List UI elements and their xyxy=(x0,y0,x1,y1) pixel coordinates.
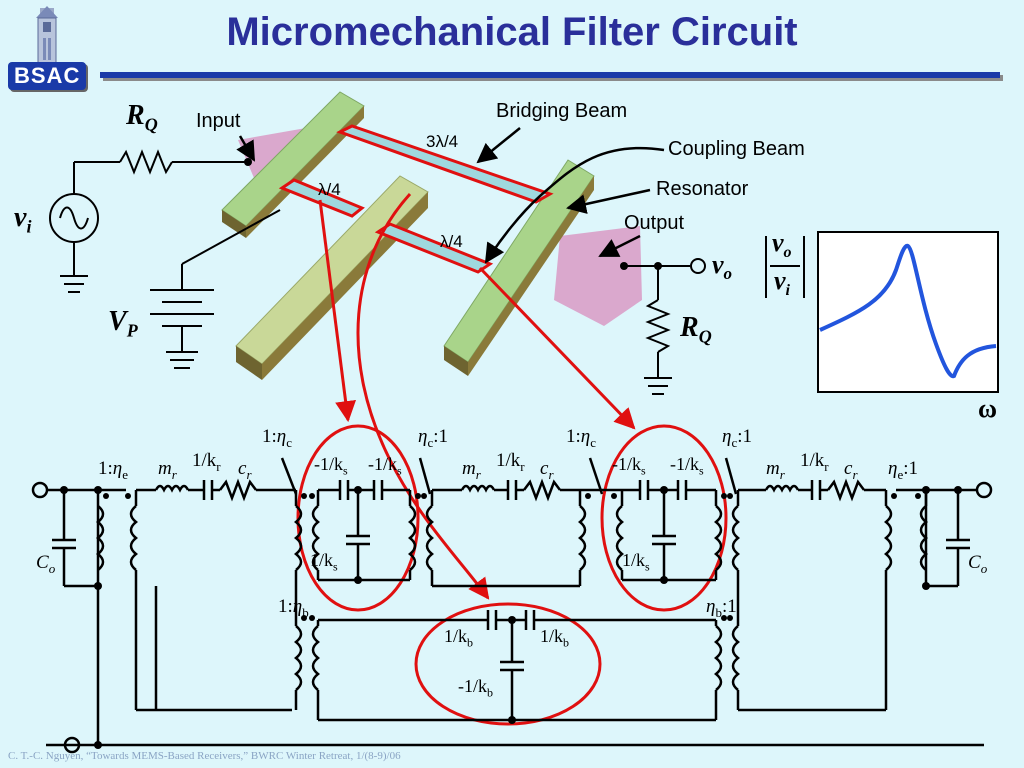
frequency-response-plot xyxy=(765,231,999,393)
bias-source xyxy=(150,209,281,369)
ratio-eta-c-1: 1:ηc xyxy=(262,426,292,450)
ks-label-2: 1/ks xyxy=(622,550,650,574)
vp-label: VP xyxy=(108,306,138,341)
mems-structure xyxy=(221,91,642,380)
beam-l4-left-label: λ/4 xyxy=(318,180,341,199)
kr-label-3: 1/kr xyxy=(800,450,829,474)
ratio-eta-c-2: ηc:1 xyxy=(418,426,448,450)
input-source xyxy=(49,149,248,293)
ratio-eta-b-right: ηb:1 xyxy=(706,596,737,620)
coupling-beam-label: Coupling Beam xyxy=(668,138,805,160)
resonator-label: Resonator xyxy=(656,178,749,200)
neg-kb-label: -1/kb xyxy=(458,676,493,700)
cr-label-1: cr xyxy=(238,458,252,482)
mr-label-1: mr xyxy=(158,458,177,482)
highlights xyxy=(296,192,728,726)
transfer-numerator: vo xyxy=(772,228,792,262)
transfer-denominator: vi xyxy=(774,266,790,300)
rq-output-label: RQ xyxy=(680,312,712,347)
beam-3l4-label: 3λ/4 xyxy=(426,132,459,151)
neg-ks-label-3: -1/ks xyxy=(612,454,646,478)
output-label: Output xyxy=(624,212,685,234)
vi-label: vi xyxy=(14,202,32,237)
input-label: Input xyxy=(196,110,241,132)
mr-label-3: mr xyxy=(766,458,785,482)
ratio-eta-e-right: ηe:1 xyxy=(888,458,918,482)
footer-citation: C. T.-C. Nguyen, “Towards MEMS-Based Rec… xyxy=(8,750,401,762)
kb-label-left: 1/kb xyxy=(444,626,474,650)
campanile-logo xyxy=(36,6,58,69)
omega-label: ω xyxy=(978,394,998,423)
ratio-eta-b-left: 1:ηb xyxy=(278,596,309,620)
neg-ks-label-1: -1/ks xyxy=(314,454,348,478)
bsac-logo: BSAC xyxy=(8,62,87,90)
cr-label-3: cr xyxy=(844,458,858,482)
ratio-eta-c-3: 1:ηc xyxy=(566,426,596,450)
title-rule xyxy=(100,72,1000,78)
neg-ks-label-2: -1/ks xyxy=(368,454,402,478)
circuit-nodes xyxy=(60,486,962,749)
co-label-left: Co xyxy=(36,552,56,576)
ratio-eta-e-left: 1:ηe xyxy=(98,458,128,482)
rq-input-label: RQ xyxy=(126,100,158,135)
bridging-beam-label: Bridging Beam xyxy=(496,100,628,122)
cr-label-2: cr xyxy=(540,458,554,482)
ratio-eta-c-4: ηc:1 xyxy=(722,426,752,450)
kr-label-1: 1/kr xyxy=(192,450,221,474)
equivalent-circuit xyxy=(31,457,993,754)
beam-l4-right-label: λ/4 xyxy=(440,232,463,251)
page-title: Micromechanical Filter Circuit xyxy=(226,10,798,54)
co-label-right: Co xyxy=(968,552,988,576)
kr-label-2: 1/kr xyxy=(496,450,525,474)
mr-label-2: mr xyxy=(462,458,481,482)
neg-ks-label-4: -1/ks xyxy=(670,454,704,478)
vo-label: vo xyxy=(712,250,733,284)
kb-label-right: 1/kb xyxy=(540,626,570,650)
ks-label-1: 1/ks xyxy=(310,550,338,574)
